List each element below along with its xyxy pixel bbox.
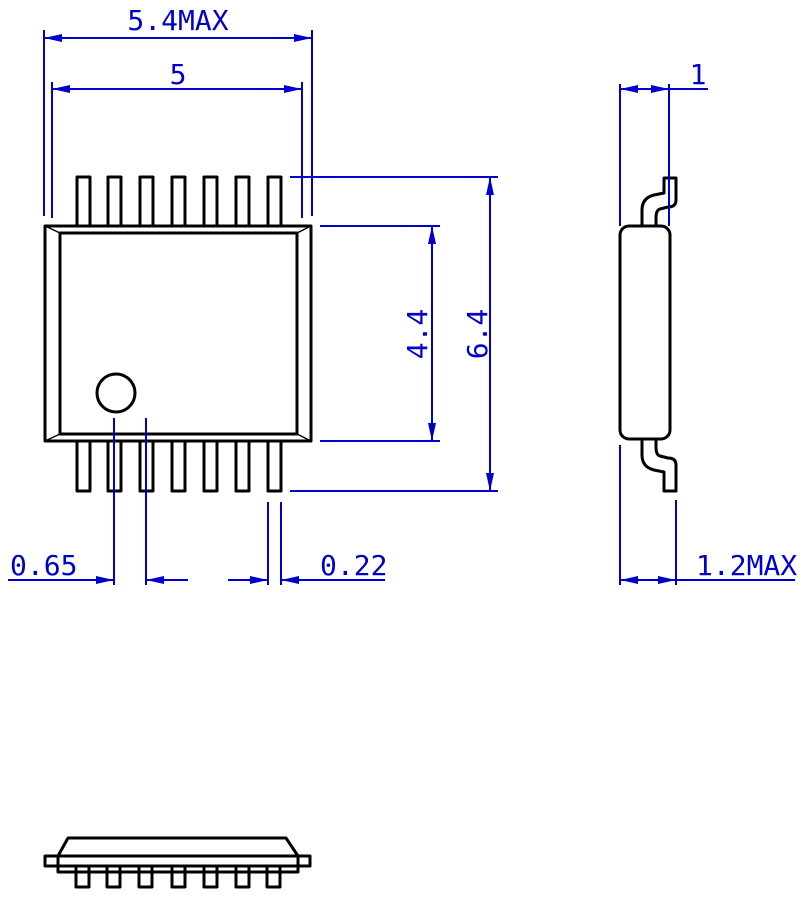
dim-lead-width: 0.22 <box>228 502 387 585</box>
dim-body-height: 4.4 <box>320 225 440 442</box>
dim-lead-pitch-label: 0.65 <box>10 549 77 582</box>
dim-lead-width-label: 0.22 <box>320 549 387 582</box>
lead <box>74 864 91 889</box>
dim-lead-length: 1 <box>619 58 708 226</box>
top-leads <box>75 175 283 228</box>
lead <box>170 439 187 493</box>
lead <box>105 864 122 889</box>
package-body-inner <box>58 231 299 436</box>
lead <box>266 175 283 228</box>
lead <box>202 864 219 889</box>
side-lead-bottom <box>640 437 678 493</box>
lead <box>138 175 155 228</box>
lead <box>75 439 92 493</box>
dim-body-width-label: 5 <box>170 58 187 91</box>
front-leads <box>74 864 282 889</box>
side-view <box>618 176 678 493</box>
bottom-leads <box>75 439 283 493</box>
top-view <box>43 175 313 493</box>
dim-overall-width: 5.4MAX <box>43 4 313 216</box>
dim-lead-length-label: 1 <box>690 58 707 91</box>
lead <box>234 864 251 889</box>
dim-overall-height: 6.4 <box>290 176 498 492</box>
body-bevel-lines <box>44 225 312 442</box>
dim-package-height-label: 1.2MAX <box>696 549 797 582</box>
dim-overall-height-label: 6.4 <box>461 309 494 360</box>
lead <box>202 439 219 493</box>
side-lead-top <box>640 176 678 228</box>
lead <box>137 864 154 889</box>
lead <box>234 175 251 228</box>
lead <box>202 175 219 228</box>
pin1-marker-icon <box>95 372 137 414</box>
lead <box>265 864 282 889</box>
lead <box>75 175 92 228</box>
dim-lead-pitch: 0.65 <box>8 418 188 585</box>
front-view <box>43 836 312 889</box>
lead <box>106 175 123 228</box>
lead <box>170 864 187 889</box>
package-body <box>43 224 313 443</box>
dim-body-width: 5 <box>51 58 303 218</box>
dim-overall-width-label: 5.4MAX <box>127 4 228 37</box>
dim-package-height: 1.2MAX <box>619 445 797 585</box>
side-package-body <box>618 224 672 441</box>
lead <box>170 175 187 228</box>
dim-body-height-label: 4.4 <box>401 309 434 360</box>
lead <box>234 439 251 493</box>
lead <box>266 439 283 493</box>
